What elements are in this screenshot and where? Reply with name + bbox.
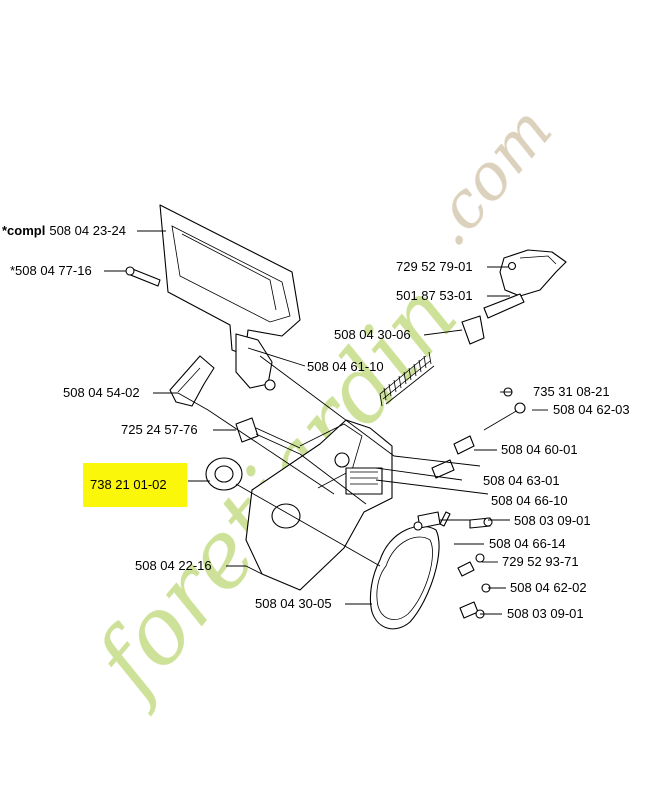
label-compl: *compl 508 04 23-24 <box>2 223 126 238</box>
label-508-04-30-06: 508 04 30-06 <box>334 327 411 342</box>
label-508-04-61-10: 508 04 61-10 <box>307 359 384 374</box>
label-508-03-09-01-a: 508 03 09-01 <box>514 513 591 528</box>
bracket-508-04-54-02 <box>169 355 215 407</box>
part-labels: *compl 508 04 23-24 *508 04 77-16 729 52 … <box>2 223 630 621</box>
label-729-52-93-71: 729 52 93-71 <box>502 554 579 569</box>
label-508-04-62-02: 508 04 62-02 <box>510 580 587 595</box>
bolt-725-24-57-76 <box>235 417 301 455</box>
spring-508-04-61-10 <box>379 351 435 407</box>
watermark-text-2: .com <box>411 94 568 261</box>
screw-508-04-77-16 <box>125 266 161 287</box>
label-compl-prefix: *compl <box>2 223 45 238</box>
label-735-31-08-21: 735 31 08-21 <box>533 384 610 399</box>
label-508-04-60-01: 508 04 60-01 <box>501 442 578 457</box>
leader-lines <box>104 230 548 615</box>
label-508-04-77-16: *508 04 77-16 <box>10 263 92 278</box>
label-508-04-22-16: 508 04 22-16 <box>135 558 212 573</box>
label-508-04-62-03: 508 04 62-03 <box>553 402 630 417</box>
brake-link <box>483 249 567 319</box>
chain-brake-handle <box>159 204 301 391</box>
bearing-738-21-01-02 <box>205 457 243 491</box>
label-508-04-54-02: 508 04 54-02 <box>63 385 140 400</box>
brake-lever-small <box>461 315 485 345</box>
small-parts <box>413 387 526 619</box>
label-729-52-79-01: 729 52 79-01 <box>396 259 473 274</box>
label-508-03-09-01-b: 508 03 09-01 <box>507 606 584 621</box>
label-738-21-01-02: 738 21 01-02 <box>90 477 167 492</box>
watermark: foretjardin .com <box>71 94 567 719</box>
label-compl-number: 508 04 23-24 <box>49 223 126 238</box>
label-725-24-57-76: 725 24 57-76 <box>121 422 198 437</box>
label-508-04-63-01: 508 04 63-01 <box>483 473 560 488</box>
label-501-87-53-01: 501 87 53-01 <box>396 288 473 303</box>
brake-band-508-04-30-05 <box>369 511 441 630</box>
label-508-04-66-10: 508 04 66-10 <box>491 493 568 508</box>
clutch-cover <box>245 419 393 591</box>
label-508-04-30-05: 508 04 30-05 <box>255 596 332 611</box>
highlight-box <box>83 463 187 507</box>
label-508-04-66-14: 508 04 66-14 <box>489 536 566 551</box>
